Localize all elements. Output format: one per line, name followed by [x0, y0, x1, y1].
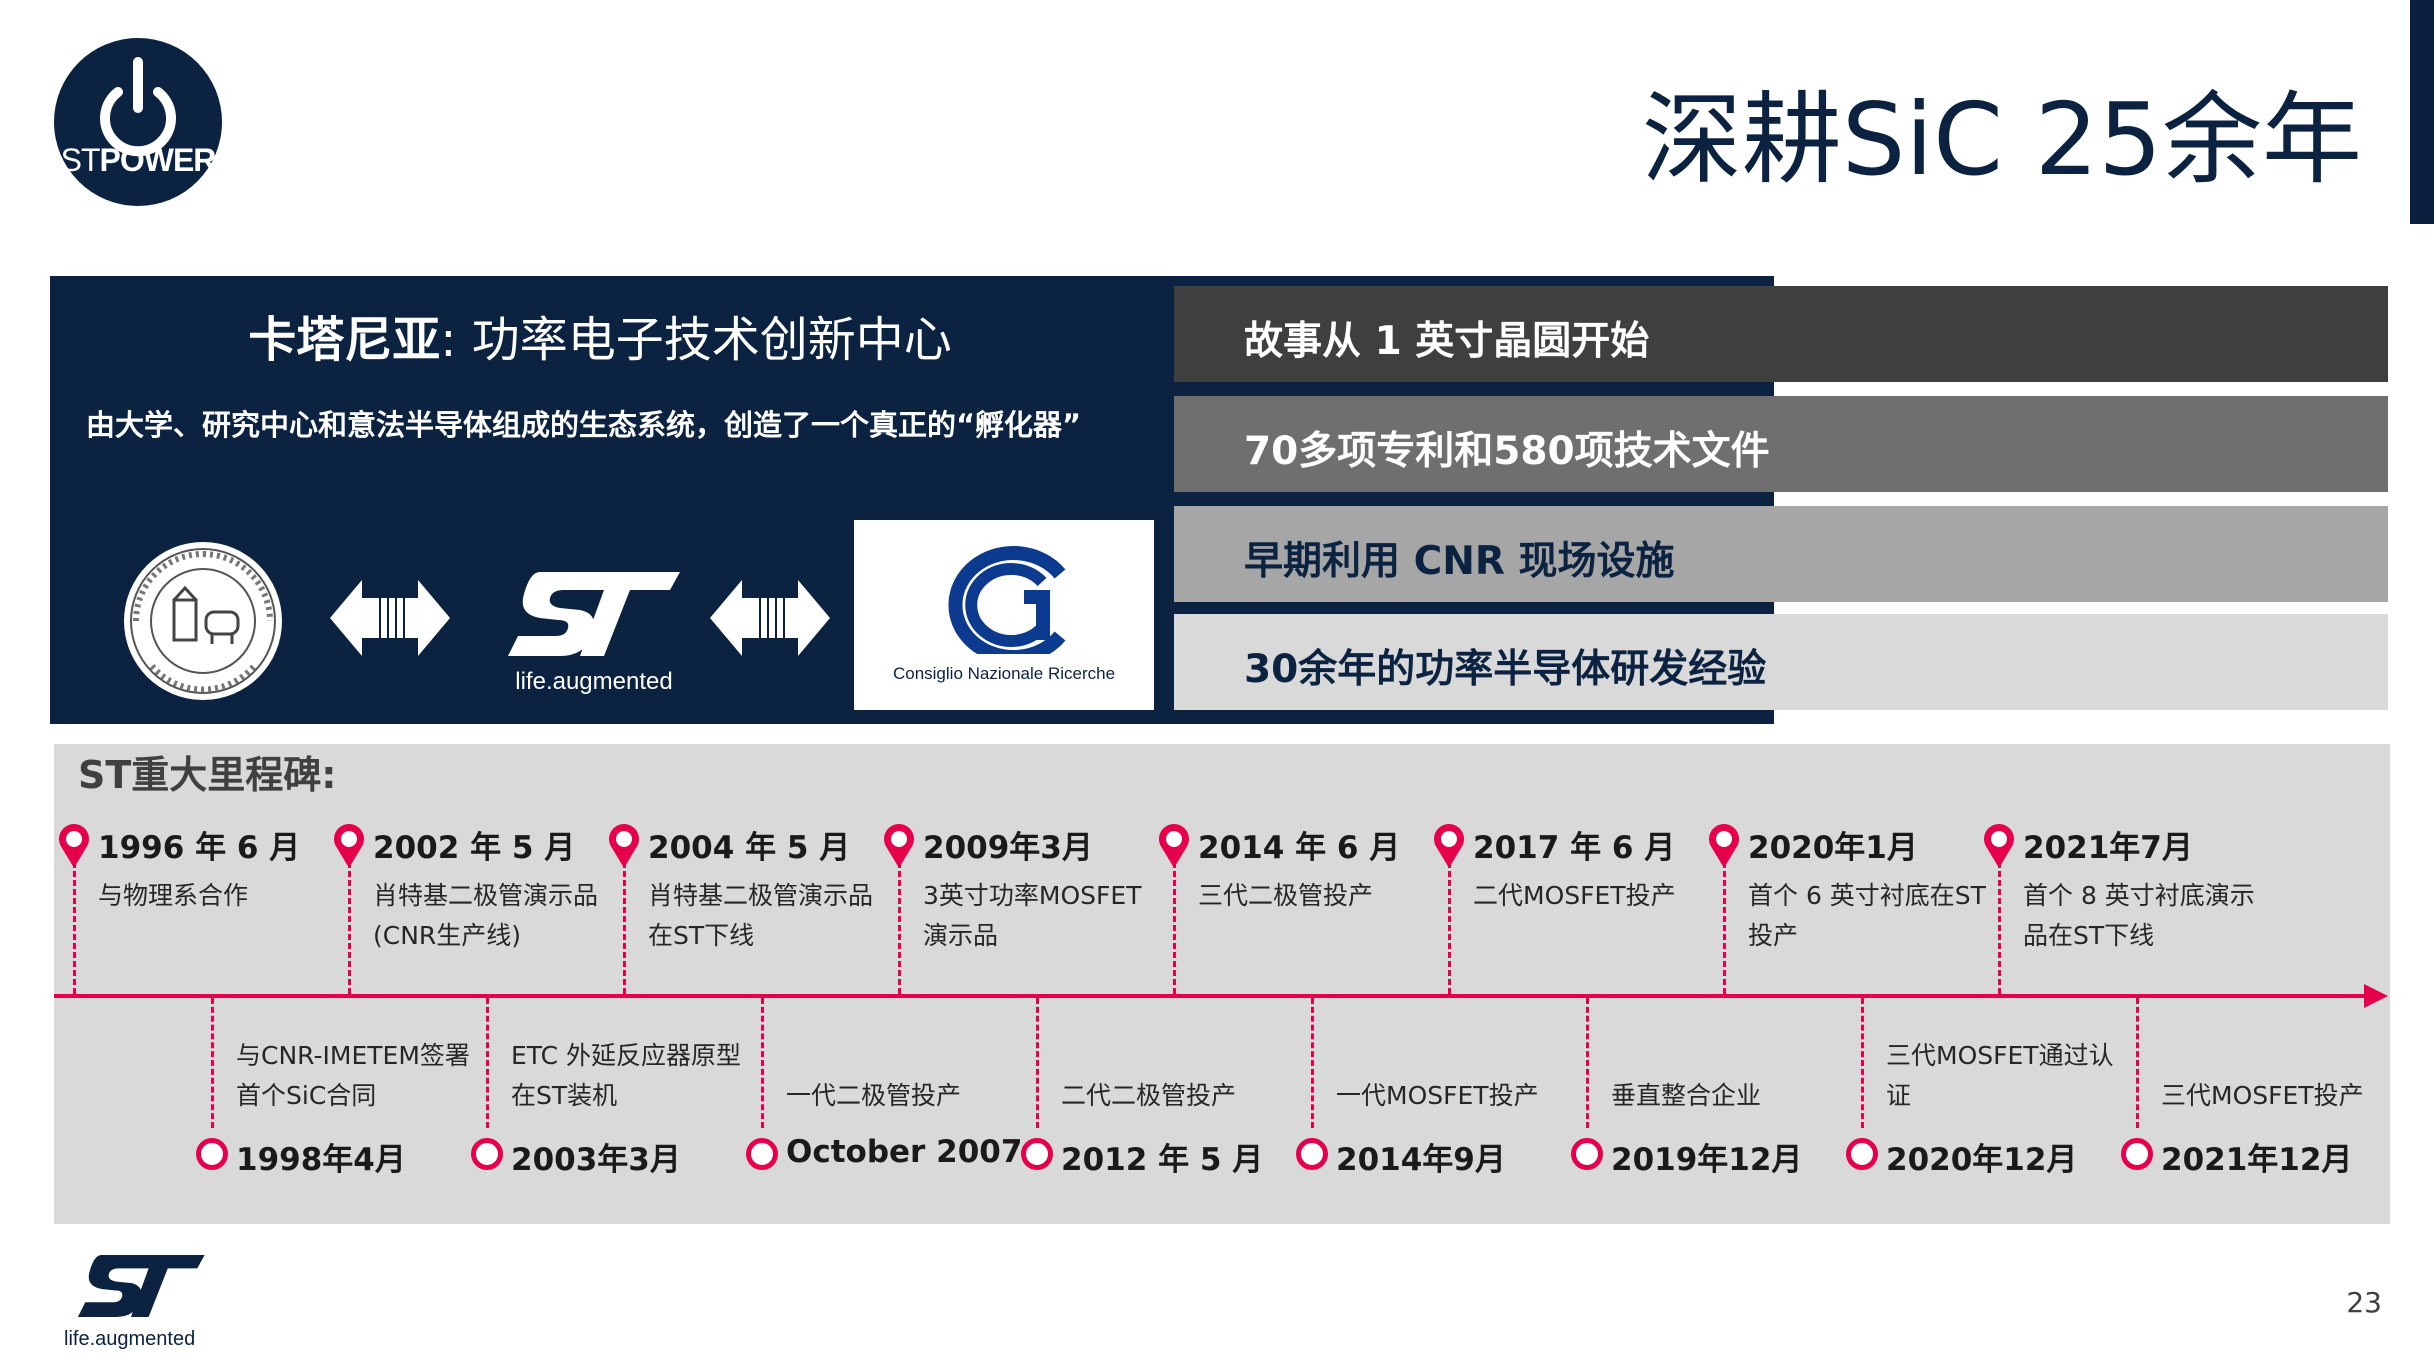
milestone-marker-icon: [1296, 1138, 1328, 1170]
milestone-date: 2004 年 5 月: [648, 830, 851, 866]
catania-title: 卡塔尼亚: 功率电子技术创新中心: [248, 312, 952, 368]
cnr-caption: Consiglio Nazionale Ricerche: [892, 664, 1116, 683]
milestone-description: 首个 6 英寸衬底在ST投产: [1748, 881, 1986, 950]
stat-label-4: 30余年的功率半导体研发经验: [1244, 647, 1767, 692]
page-number: 23: [2346, 1286, 2382, 1319]
milestone-stem: [1723, 862, 1726, 994]
power-icon: [100, 57, 176, 157]
stat-bar-3: [1174, 506, 2388, 602]
stat-bar-1: [1174, 286, 2388, 382]
milestone-stem: [73, 862, 76, 994]
milestone-stem: [1586, 998, 1589, 1128]
milestone-description: 二代MOSFET投产: [1473, 881, 1676, 910]
milestone-date: 2019年12月: [1611, 1142, 1803, 1178]
milestone-stem: [1311, 998, 1314, 1128]
st-logo-icon: [508, 572, 680, 656]
milestone-description: 垂直整合企业: [1611, 1081, 1762, 1110]
page-title: 深耕SiC 25余年: [1641, 81, 2362, 198]
milestone-description: 一代MOSFET投产: [1336, 1081, 1539, 1110]
timeline-arrow-icon: [2364, 984, 2388, 1008]
st-footer-logo-icon: [77, 1255, 205, 1317]
stat-bar-2: [1174, 396, 2388, 492]
milestone-description: 3英寸功率MOSFET演示品: [923, 881, 1142, 950]
milestone-marker-icon: [1571, 1138, 1603, 1170]
milestone-marker-icon: [1021, 1138, 1053, 1170]
milestone-date: 2009年3月: [923, 830, 1093, 866]
milestone-description: ETC 外延反应器原型在ST装机: [511, 1041, 742, 1110]
milestone-marker-icon: [471, 1138, 503, 1170]
ecosystem-description: 由大学、研究中心和意法半导体组成的生态系统，创造了一个真正的“孵化器”: [86, 408, 1082, 442]
stat-label-2: 70多项专利和580项技术文件: [1244, 429, 1770, 474]
map-pin-icon: [334, 824, 364, 868]
map-pin-icon: [1709, 824, 1739, 868]
milestone-description: 与物理系合作: [98, 881, 249, 910]
milestone-stem: [1861, 998, 1864, 1128]
milestone-date: 2020年12月: [1886, 1142, 2078, 1178]
map-pin-icon: [1159, 824, 1189, 868]
milestone-date: October 2007: [786, 1134, 1023, 1170]
cnr-logo-icon: [948, 546, 1066, 654]
milestone-stem: [486, 998, 489, 1128]
edge-accent-bar: [2410, 0, 2434, 224]
map-pin-icon: [884, 824, 914, 868]
milestone-date: 2020年1月: [1748, 830, 1918, 866]
milestone-marker-icon: [196, 1138, 228, 1170]
timeline-axis: [54, 994, 2374, 998]
milestone-stem: [1998, 862, 2001, 994]
milestone-marker-icon: [746, 1138, 778, 1170]
milestone-date: 2014 年 6 月: [1198, 830, 1401, 866]
map-pin-icon: [609, 824, 639, 868]
milestone-marker-icon: [2121, 1138, 2153, 1170]
milestone-stem: [1173, 862, 1176, 994]
milestone-date: 2002 年 5 月: [373, 830, 576, 866]
stat-bar-4: [1174, 614, 2388, 710]
milestone-stem: [898, 862, 901, 994]
map-pin-icon: [1984, 824, 2014, 868]
milestone-stem: [623, 862, 626, 994]
milestone-date: 2021年7月: [2023, 830, 2193, 866]
milestone-description: 肖特基二极管演示品在ST下线: [648, 881, 874, 950]
milestone-description: 首个 8 英寸衬底演示品在ST下线: [2023, 881, 2255, 950]
map-pin-icon: [1434, 824, 1464, 868]
milestone-stem: [1036, 998, 1039, 1128]
stpower-logo-text: STPOWER: [60, 142, 217, 178]
stat-label-1: 故事从 1 英寸晶圆开始: [1244, 319, 1650, 364]
milestone-description: 与CNR-IMETEM签署首个SiC合同: [236, 1041, 470, 1110]
double-arrow-icon: [330, 580, 450, 656]
milestone-date: 2003年3月: [511, 1142, 681, 1178]
milestone-date: 1998年4月: [236, 1142, 406, 1178]
milestone-stem: [2136, 998, 2139, 1128]
stpower-logo: STPOWER: [54, 38, 222, 206]
milestone-description: 一代二极管投产: [786, 1081, 962, 1110]
milestone-stem: [761, 998, 764, 1128]
milestone-stem: [348, 862, 351, 994]
milestone-date: 2012 年 5 月: [1061, 1142, 1264, 1178]
milestone-date: 2017 年 6 月: [1473, 830, 1676, 866]
cnr-logo-box: Consiglio Nazionale Ricerche: [854, 520, 1154, 710]
st-tagline: life.augmented: [515, 668, 673, 695]
milestone-date: 2021年12月: [2161, 1142, 2353, 1178]
footer-tagline: life.augmented: [64, 1328, 196, 1350]
milestone-description: 三代MOSFET通过认证: [1886, 1041, 2114, 1110]
milestones-title: ST重大里程碑:: [78, 753, 337, 797]
milestone-description: 三代二极管投产: [1198, 881, 1374, 910]
milestone-description: 二代二极管投产: [1061, 1081, 1237, 1110]
milestone-description: 三代MOSFET投产: [2161, 1081, 2364, 1110]
double-arrow-icon: [710, 580, 830, 656]
stat-label-3: 早期利用 CNR 现场设施: [1244, 539, 1675, 584]
university-seal-icon: [124, 542, 282, 700]
milestone-date: 2014年9月: [1336, 1142, 1506, 1178]
milestone-stem: [1448, 862, 1451, 994]
milestone-stem: [211, 998, 214, 1128]
map-pin-icon: [59, 824, 89, 868]
milestone-description: 肖特基二极管演示品(CNR生产线): [373, 881, 599, 950]
milestone-date: 1996 年 6 月: [98, 830, 301, 866]
milestone-marker-icon: [1846, 1138, 1878, 1170]
